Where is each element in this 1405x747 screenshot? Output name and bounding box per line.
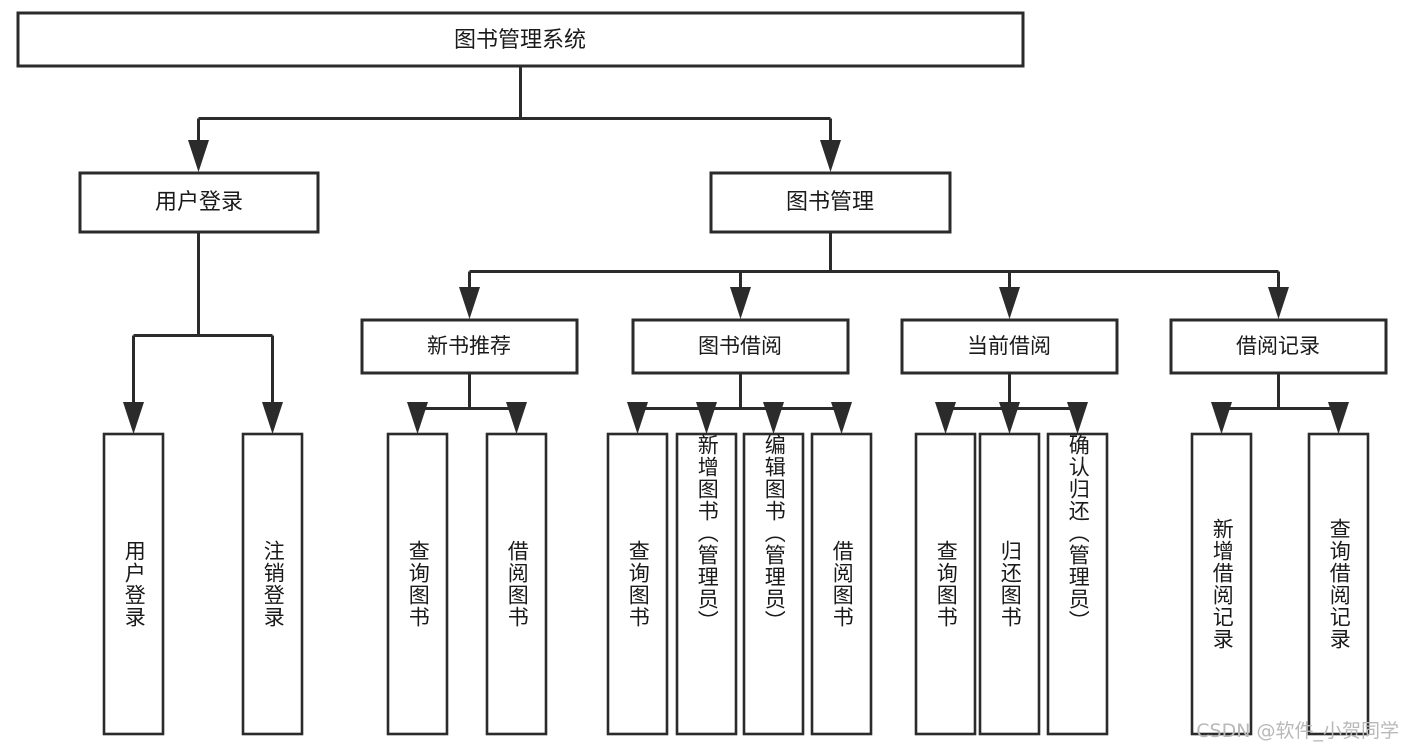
book-borrow-box[interactable] (631, 318, 850, 375)
leaf-boxes-book-borrow (606, 432, 873, 736)
arrowhead-bb-leaf2 (696, 402, 717, 434)
connectors-book-borrow (627, 373, 852, 434)
leaf-box-br-1[interactable] (1190, 432, 1253, 736)
node-book-manage[interactable]: 图书管理 (709, 171, 952, 234)
arrowhead-bb-leaf1 (627, 402, 648, 434)
leaf-box-user-login-2[interactable] (241, 432, 304, 736)
new-book-recommend-label: 新书推荐 (427, 334, 511, 358)
leaf-boxes-current-borrow (914, 432, 1109, 736)
borrow-record-box[interactable] (1169, 318, 1388, 375)
borrow-record-label: 借阅记录 (1236, 334, 1320, 358)
leaf-box-cb-3[interactable] (1046, 432, 1109, 736)
book-borrow-label: 图书借阅 (698, 334, 782, 358)
root-label: 图书管理系统 (454, 28, 586, 53)
connectors-book-manage (459, 232, 1289, 319)
leaf-box-nbr-1[interactable] (386, 432, 449, 736)
user-login-box[interactable] (78, 171, 320, 234)
connectors-new-book-recommend (407, 373, 527, 434)
connectors-user-login (123, 232, 283, 434)
leaf-box-nbr-2[interactable] (485, 432, 548, 736)
arrowhead-user-login (188, 140, 209, 172)
arrowhead-cb-leaf3 (1067, 402, 1088, 434)
arrowhead-br-leaf1 (1211, 402, 1232, 434)
arrowhead-ul-leaf2 (262, 402, 283, 434)
node-book-borrow[interactable]: 图书借阅 (631, 318, 850, 375)
arrowhead-cb-leaf2 (999, 402, 1020, 434)
leaf-box-cb-1[interactable] (914, 432, 977, 736)
arrowhead-borrow-record (1268, 287, 1289, 319)
current-borrow-label: 当前借阅 (967, 334, 1051, 358)
leaf-box-bb-2[interactable] (675, 432, 738, 736)
leaf-boxes-borrow-record (1190, 432, 1370, 736)
connectors-current-borrow (935, 373, 1088, 434)
leaf-box-bb-1[interactable] (606, 432, 669, 736)
new-book-recommend-box[interactable] (360, 318, 579, 375)
connectors-borrow-record (1211, 373, 1349, 434)
node-user-login[interactable]: 用户登录 (78, 171, 320, 234)
node-borrow-record[interactable]: 借阅记录 (1169, 318, 1388, 375)
arrowhead-nbr-leaf2 (506, 402, 527, 434)
arrowhead-bb-leaf3 (763, 402, 784, 434)
leaf-box-bb-3[interactable] (742, 432, 805, 736)
current-borrow-box[interactable] (900, 318, 1119, 375)
node-new-book-recommend[interactable]: 新书推荐 (360, 318, 579, 375)
arrowhead-book-manage (820, 140, 841, 172)
connectors-root (188, 66, 841, 172)
arrowhead-nbr-leaf1 (407, 402, 428, 434)
leaf-box-cb-2[interactable] (978, 432, 1041, 736)
leaf-boxes-user-login (102, 432, 304, 736)
leaf-box-bb-4[interactable] (810, 432, 873, 736)
book-manage-box[interactable] (709, 171, 952, 234)
user-login-label: 用户登录 (155, 190, 243, 215)
node-current-borrow[interactable]: 当前借阅 (900, 318, 1119, 375)
leaf-box-br-2[interactable] (1307, 432, 1370, 736)
leaf-boxes-new-book-recommend (386, 432, 548, 736)
arrowhead-bb-leaf4 (831, 402, 852, 434)
arrowhead-current-borrow (999, 287, 1020, 319)
arrowhead-cb-leaf1 (935, 402, 956, 434)
arrowhead-br-leaf2 (1328, 402, 1349, 434)
arrowhead-book-borrow (730, 287, 751, 319)
root-box[interactable] (16, 11, 1025, 68)
leaf-box-user-login-1[interactable] (102, 432, 165, 736)
node-root[interactable]: 图书管理系统 (16, 11, 1025, 68)
book-manage-label: 图书管理 (786, 190, 874, 215)
arrowhead-ul-leaf1 (123, 402, 144, 434)
arrowhead-new-book-recommend (459, 287, 480, 319)
